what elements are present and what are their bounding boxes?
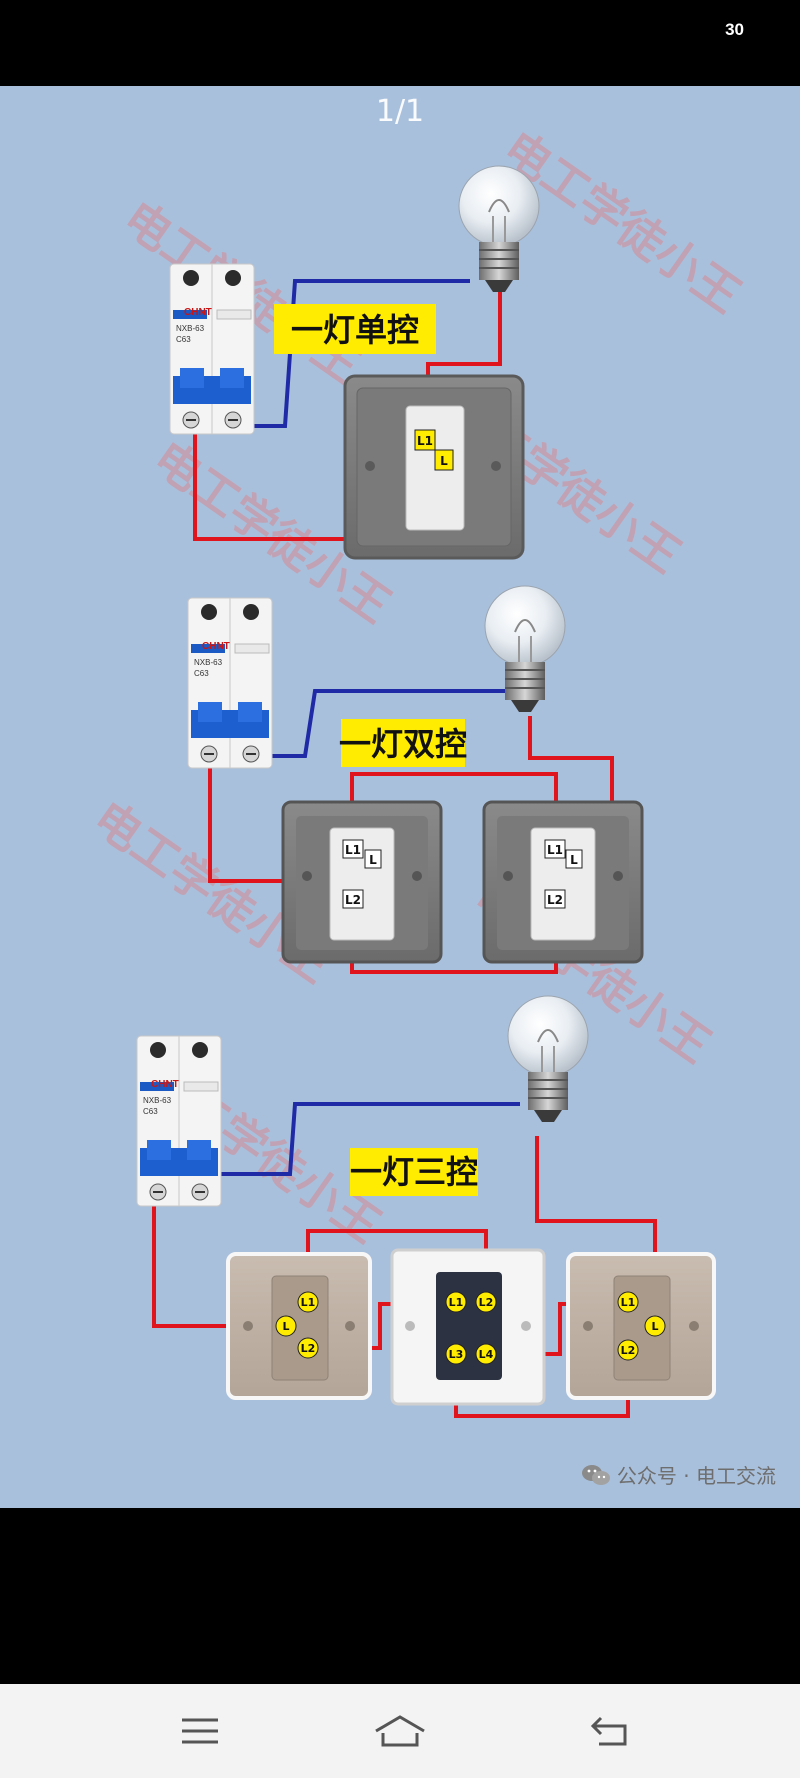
light-bulb	[458, 165, 540, 293]
breaker-brand: CHNT	[151, 1079, 179, 1090]
svg-text:L1: L1	[345, 843, 361, 857]
letterbox-bottom	[0, 1508, 800, 1684]
section-title: 一灯三控	[350, 1153, 478, 1191]
menu-icon	[182, 1718, 218, 1744]
section-triple-control: CHNT NXB-63 C63 一灯三控 L1	[136, 995, 716, 1418]
light-bulb	[484, 585, 566, 713]
section-double-control: CHNT NXB-63 C63 一灯双控 L1 L	[187, 585, 644, 974]
svg-text:L4: L4	[479, 1348, 494, 1361]
neutral-wire	[264, 689, 510, 758]
svg-text:L: L	[651, 1320, 658, 1333]
svg-text:L2: L2	[345, 893, 361, 907]
status-bar: 30	[0, 0, 800, 86]
page-counter: 1/1	[375, 94, 425, 129]
breaker-brand: CHNT	[184, 307, 212, 318]
svg-text:L2: L2	[479, 1296, 494, 1309]
breaker-rating: C63	[194, 669, 209, 678]
svg-text:L1: L1	[547, 843, 563, 857]
home-icon	[375, 1715, 425, 1747]
image-viewer[interactable]: 电工学徒小王 电工学徒小王 电工学徒小王 电工学徒小王 电工学徒小王 电工学徒小…	[0, 86, 800, 1508]
section-single-control: CHNT NXB-63 C63 一灯单控 L1 L	[169, 165, 540, 560]
home-button[interactable]	[360, 1701, 440, 1761]
back-icon	[590, 1716, 627, 1746]
svg-text:L: L	[570, 853, 578, 867]
section-title: 一灯双控	[339, 725, 467, 763]
menu-button[interactable]	[160, 1701, 240, 1761]
svg-text:L1: L1	[621, 1296, 636, 1309]
credit-text: 公众号 · 电工交流	[616, 1464, 776, 1488]
breaker-rating: C63	[143, 1107, 158, 1116]
circuit-breaker	[136, 1035, 222, 1207]
breaker-rating: C63	[176, 335, 191, 344]
breaker-model: NXB-63	[194, 658, 223, 667]
svg-text:L: L	[440, 454, 448, 468]
svg-text:L1: L1	[449, 1296, 464, 1309]
circuit-breaker	[169, 263, 255, 435]
back-button[interactable]	[570, 1701, 650, 1761]
circuit-breaker	[187, 597, 273, 769]
svg-text:L: L	[282, 1320, 289, 1333]
breaker-model: NXB-63	[176, 324, 205, 333]
breaker-model: NXB-63	[143, 1096, 172, 1105]
section-title: 一灯单控	[291, 311, 419, 349]
svg-text:L2: L2	[301, 1342, 316, 1355]
svg-text:L2: L2	[547, 893, 563, 907]
navigation-bar	[0, 1684, 800, 1778]
terminal-badge: L1 L	[414, 429, 454, 471]
svg-text:L3: L3	[449, 1348, 464, 1361]
terminal-badge: L1 L L2 L1 L2 L3 L4 L1 L L2	[275, 1291, 666, 1365]
terminal-badge: L1 L L2 L1 L L2	[342, 839, 583, 909]
svg-text:L: L	[369, 853, 377, 867]
status-indicator: 30	[725, 20, 744, 39]
breaker-brand: CHNT	[202, 641, 230, 652]
source-credit: 公众号 · 电工交流	[581, 1460, 776, 1489]
neutral-wire	[196, 1102, 520, 1176]
svg-text:L1: L1	[301, 1296, 316, 1309]
wiring-diagram: 电工学徒小王 电工学徒小王 电工学徒小王 电工学徒小王 电工学徒小王 电工学徒小…	[84, 121, 751, 1418]
svg-text:L2: L2	[621, 1344, 636, 1357]
wechat-icon	[581, 1464, 610, 1485]
svg-text:L1: L1	[417, 434, 433, 448]
